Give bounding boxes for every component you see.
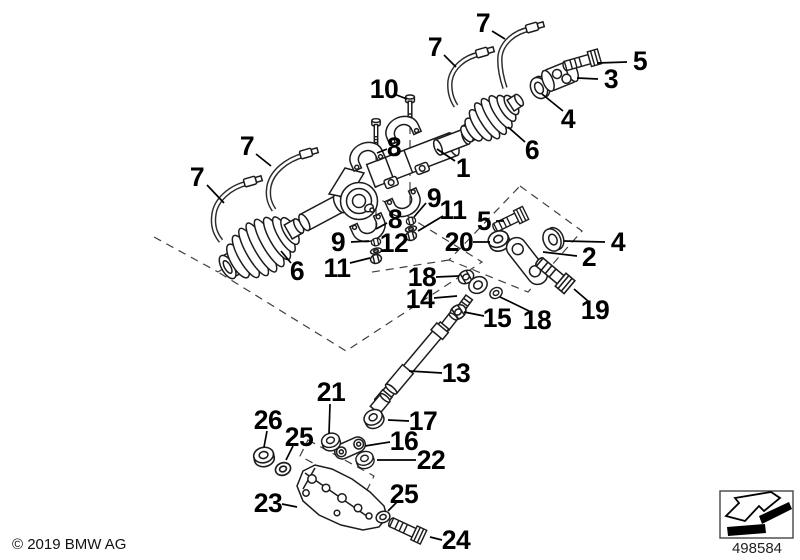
part-bolt-5-top bbox=[560, 48, 603, 75]
callout-leader-25 bbox=[285, 445, 294, 461]
callout-leader-4 bbox=[541, 93, 564, 112]
part-pinion-valve-body bbox=[339, 181, 379, 221]
callout-leader-4 bbox=[563, 240, 606, 243]
part-lever-16 bbox=[333, 436, 367, 460]
callout-number-15: 15 bbox=[483, 303, 511, 333]
part-washer-25-left bbox=[272, 459, 294, 479]
callout-leader-1 bbox=[436, 148, 456, 162]
callout-number-11: 11 bbox=[439, 195, 466, 225]
callout-number-5: 5 bbox=[633, 46, 647, 76]
callout-number-10: 10 bbox=[370, 74, 398, 104]
part-bracket-2 bbox=[505, 236, 549, 286]
callout-leader-18 bbox=[499, 296, 530, 312]
callout-number-23: 23 bbox=[254, 488, 282, 518]
callout-number-19: 19 bbox=[581, 295, 609, 325]
copyright-text: © 2019 BMW AG bbox=[12, 536, 127, 553]
callout-leader-19 bbox=[573, 288, 589, 302]
callout-number-7: 7 bbox=[476, 8, 490, 38]
callout-number-16: 16 bbox=[390, 426, 418, 456]
callout-leader-2 bbox=[542, 251, 578, 257]
stamp-box bbox=[719, 490, 794, 539]
part-bolt-24 bbox=[385, 513, 428, 545]
callout-number-24: 24 bbox=[442, 525, 471, 555]
callout-leader-7 bbox=[206, 184, 225, 204]
callout-leader-12 bbox=[380, 248, 390, 252]
callout-number-7: 7 bbox=[190, 162, 204, 192]
callout-number-13: 13 bbox=[442, 358, 470, 388]
callout-leader-13 bbox=[408, 370, 443, 374]
dashed-group-boxes bbox=[153, 126, 583, 493]
callout-leader-9 bbox=[413, 202, 427, 218]
callout-leader-25 bbox=[387, 500, 399, 512]
callout-number-26: 26 bbox=[254, 405, 282, 435]
callout-leader-8 bbox=[376, 148, 388, 154]
part-cable-7b bbox=[265, 145, 320, 212]
callout-number-4: 4 bbox=[561, 104, 576, 134]
callout-leader-8 bbox=[375, 222, 388, 230]
callout-leader-7 bbox=[255, 153, 272, 167]
direction-arrow-icon bbox=[724, 491, 792, 536]
callout-number-5: 5 bbox=[477, 206, 491, 236]
callout-number-9: 9 bbox=[331, 227, 345, 257]
callout-number-8: 8 bbox=[388, 204, 402, 234]
callout-leader-15 bbox=[463, 311, 485, 317]
callout-number-7: 7 bbox=[240, 131, 254, 161]
callout-leader-24 bbox=[429, 536, 443, 541]
diagram-code: 498584 bbox=[731, 540, 783, 557]
callout-leader-6 bbox=[280, 250, 292, 264]
part-ring-4-lower bbox=[542, 226, 565, 252]
callout-leader-7 bbox=[491, 30, 506, 40]
callout-leader-5 bbox=[596, 61, 628, 64]
cable-connector bbox=[474, 44, 496, 59]
part-bellows-right-6 bbox=[460, 93, 525, 143]
callout-leader-6 bbox=[507, 126, 526, 143]
part-bracket-23 bbox=[296, 464, 388, 531]
callout-number-6: 6 bbox=[290, 256, 304, 286]
callout-leader-9 bbox=[350, 240, 370, 243]
callout-number-22: 22 bbox=[417, 445, 445, 475]
callout-leader-26 bbox=[263, 430, 268, 448]
callout-number-20: 20 bbox=[445, 227, 473, 257]
part-nut-26 bbox=[251, 444, 277, 470]
callout-leader-7 bbox=[443, 54, 457, 68]
cable-connector bbox=[524, 19, 546, 34]
callout-leader-11 bbox=[417, 215, 444, 232]
callout-number-25: 25 bbox=[285, 422, 313, 452]
callout-number-21: 21 bbox=[317, 377, 345, 407]
callout-number-18: 18 bbox=[523, 305, 551, 335]
cable-connector bbox=[242, 173, 264, 188]
part-bellows-left-6 bbox=[218, 216, 305, 280]
callout-number-6: 6 bbox=[525, 135, 539, 165]
callout-leader-3 bbox=[576, 77, 599, 80]
cable-connector bbox=[298, 145, 320, 160]
callout-leader-14 bbox=[433, 295, 458, 299]
callout-number-12: 12 bbox=[380, 228, 408, 258]
callout-number-11: 11 bbox=[323, 253, 350, 283]
callout-number-3: 3 bbox=[604, 64, 618, 94]
callout-leader-23 bbox=[281, 503, 298, 508]
callout-leader-18 bbox=[435, 275, 460, 278]
callout-number-14: 14 bbox=[406, 284, 435, 314]
callout-leader-17 bbox=[387, 419, 410, 422]
callout-number-2: 2 bbox=[582, 242, 596, 272]
callout-number-8: 8 bbox=[387, 132, 401, 162]
callout-number-17: 17 bbox=[409, 406, 437, 436]
callout-number-18: 18 bbox=[408, 262, 436, 292]
callout-leader-10 bbox=[393, 93, 408, 100]
callout-number-1: 1 bbox=[456, 153, 470, 183]
part-cable-7c bbox=[447, 44, 496, 108]
callout-leader-16 bbox=[364, 441, 391, 447]
callout-number-7: 7 bbox=[428, 32, 442, 62]
callout-number-25: 25 bbox=[390, 479, 418, 509]
callout-number-4: 4 bbox=[611, 227, 626, 257]
callout-number-9: 9 bbox=[427, 183, 441, 213]
callout-leader-11 bbox=[349, 257, 371, 264]
part-cable-7d bbox=[497, 19, 546, 89]
callout-leader-21 bbox=[328, 403, 331, 435]
part-cable-7a bbox=[210, 173, 264, 243]
